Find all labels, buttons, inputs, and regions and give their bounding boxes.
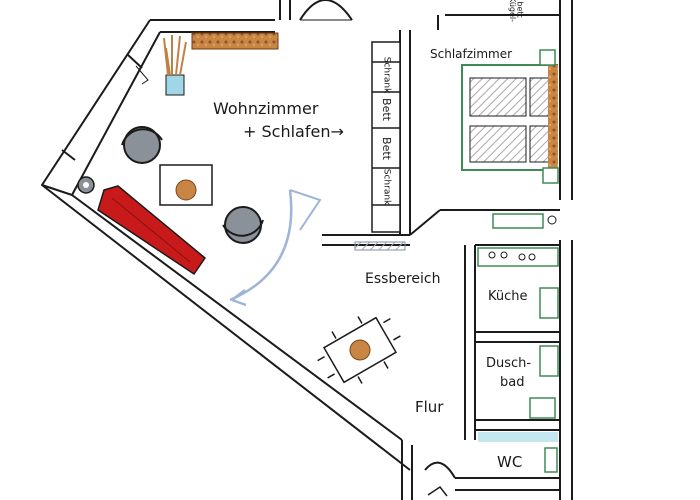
sofa-icon [97, 185, 207, 276]
toilet-icon [544, 447, 558, 473]
room-label-duschbad-1: Dusch- [486, 356, 532, 371]
room-label-duschbad-2: bad [500, 375, 525, 390]
entrance-door-icon [424, 461, 456, 479]
wardrobe-label-top: Schrank [381, 56, 392, 94]
room-label-schlafen: + Schlafen→ [243, 122, 344, 141]
room-label-wc: WC [497, 453, 523, 471]
lamp-icon [77, 176, 95, 194]
wood-shelf [191, 32, 279, 50]
armchair-icon [121, 126, 163, 164]
nightstand-icon [542, 167, 559, 184]
room-label-kueche: Küche [488, 289, 528, 304]
room-label-schlafzimmer: Schlafzimmer [430, 47, 513, 61]
bed-label-1: Bett [379, 98, 393, 121]
plant-icon [163, 35, 187, 96]
sink-icon [539, 287, 559, 319]
outer-walls [41, 0, 573, 500]
room-label-wohnzimmer: Wohnzimmer [213, 99, 319, 118]
washbasin-icon [529, 397, 556, 419]
room-label-flur: Flur [415, 398, 444, 416]
wardrobe-label-bottom: Schrank [381, 168, 392, 206]
nightstand-icon [539, 49, 556, 66]
wardrobe-column [371, 41, 401, 233]
stove-icon [477, 247, 559, 267]
shower-icon [539, 345, 559, 377]
bed-icon [461, 64, 558, 175]
desk-icon [492, 213, 557, 229]
room-label-essbereich: Essbereich [365, 271, 441, 287]
coffee-table-icon [159, 164, 213, 206]
bed-label-2: Bett [379, 137, 393, 160]
door-swing-arrow [229, 189, 293, 302]
armchair-icon [222, 206, 264, 244]
entry-arch [299, 0, 353, 21]
top-right-label-2: bett [515, 1, 525, 18]
dining-table-icon [317, 316, 401, 384]
